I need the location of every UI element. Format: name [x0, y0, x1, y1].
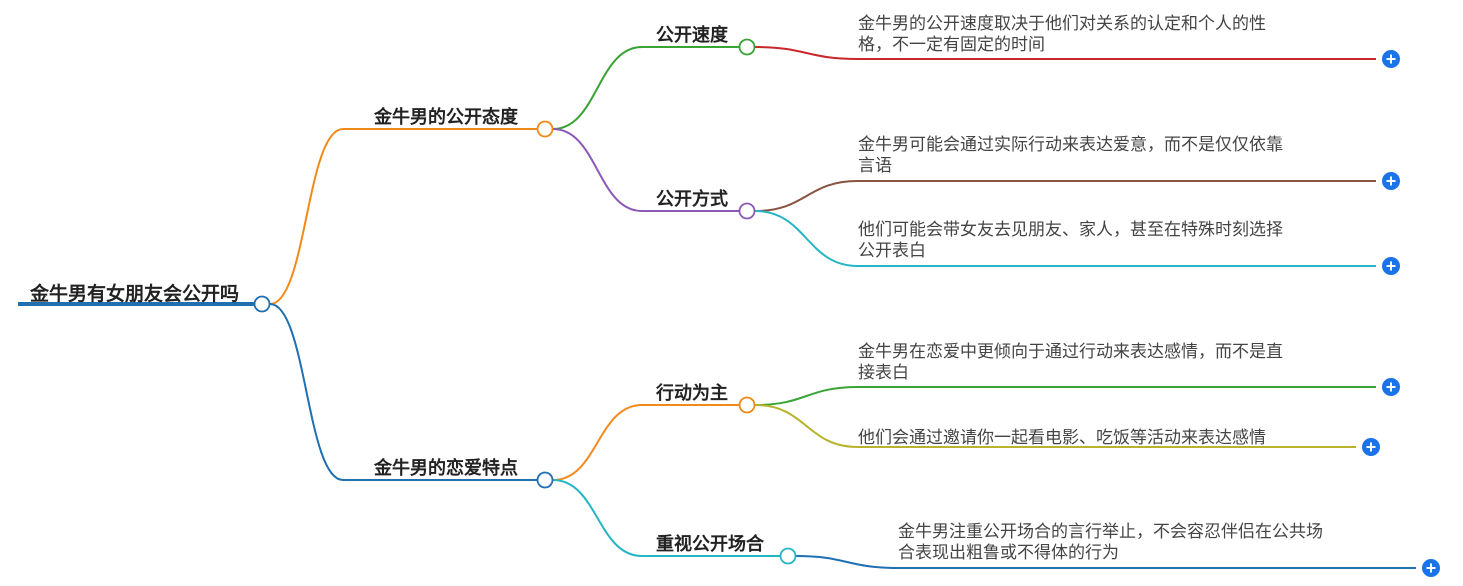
leaf-text-line: 接表白 — [858, 363, 909, 383]
branch-node-knob[interactable] — [536, 471, 554, 489]
branch-node-knob[interactable] — [536, 120, 554, 138]
leaf-link — [754, 180, 859, 212]
leaf-link — [754, 46, 859, 60]
leaf-text-line: 金牛男的公开速度取决于他们对关系的认定和个人的性 — [858, 14, 1266, 34]
leaf-text-line: 公开表白 — [858, 241, 926, 261]
expand-plus-icon[interactable] — [1382, 257, 1400, 275]
branch-link — [269, 128, 344, 305]
topic-node-knob[interactable] — [738, 38, 756, 56]
topic-node-knob[interactable] — [738, 202, 756, 220]
leaf-text-line: 他们可能会带女友去见朋友、家人，甚至在特殊时刻选择 — [858, 220, 1283, 240]
leaf-text-line: 格，不一定有固定的时间 — [858, 35, 1045, 55]
leaf-link — [754, 210, 859, 267]
expand-plus-icon[interactable] — [1382, 172, 1400, 190]
leaf-text-line: 他们会通过邀请你一起看电影、吃饭等活动来表达感情 — [858, 428, 1266, 448]
topic-node-label: 行动为主 — [655, 382, 728, 404]
topic-node-label: 公开速度 — [656, 24, 729, 46]
leaf-link — [795, 555, 899, 569]
expand-plus-icon[interactable] — [1382, 50, 1400, 68]
topic-link — [552, 46, 643, 130]
branch-node-label: 金牛男的恋爱特点 — [373, 457, 518, 479]
leaf-text-line: 金牛男在恋爱中更倾向于通过行动来表达感情，而不是直 — [858, 341, 1283, 362]
root-node-knob[interactable] — [253, 295, 271, 313]
topic-link — [552, 128, 643, 212]
topic-link — [552, 404, 643, 481]
topic-node-knob[interactable] — [738, 396, 756, 414]
leaf-link — [754, 404, 859, 448]
expand-plus-icon[interactable] — [1382, 378, 1400, 396]
topic-node-knob[interactable] — [779, 547, 797, 565]
expand-plus-icon[interactable] — [1362, 438, 1380, 456]
branch-node-label: 金牛男的公开态度 — [373, 106, 519, 128]
leaf-text-line: 金牛男可能会通过实际行动来表达爱意，而不是仅仅依靠 — [858, 135, 1283, 155]
topic-node-label: 重视公开场合 — [656, 533, 765, 555]
leaf-link — [754, 386, 859, 406]
topic-node-label: 公开方式 — [656, 188, 728, 210]
topic-link — [552, 479, 643, 557]
leaf-text-line: 金牛男注重公开场合的言行举止，不会容忍伴侣在公共场 — [898, 522, 1323, 542]
expand-plus-icon[interactable] — [1422, 559, 1440, 577]
root-node-label: 金牛男有女朋友会公开吗 — [29, 282, 239, 305]
branch-link — [269, 303, 344, 481]
leaf-text-line: 言语 — [858, 156, 892, 176]
leaf-text-line: 合表现出粗鲁或不得体的行为 — [898, 543, 1119, 563]
